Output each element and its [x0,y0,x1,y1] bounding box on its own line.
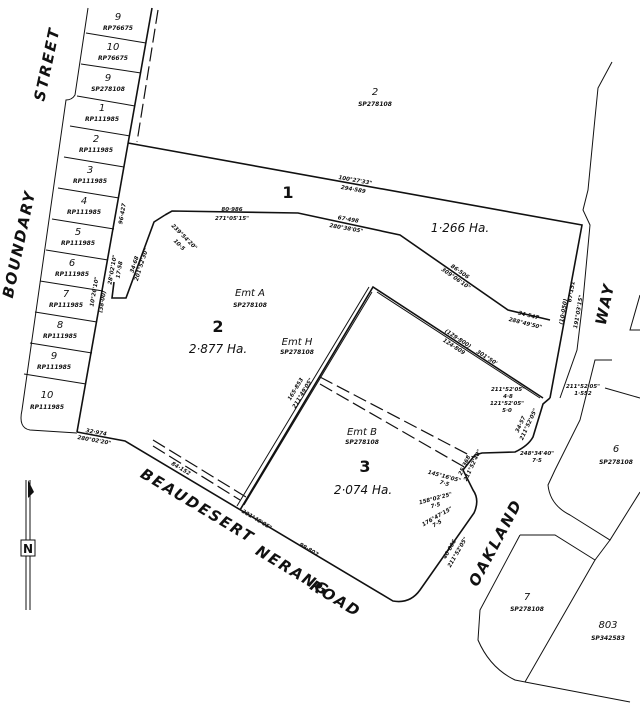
adjoining-boundaries [477,61,640,703]
svg-text:RP111985: RP111985 [73,178,107,185]
svg-text:121°52'05": 121°52'05" [490,401,524,407]
road-label-road: ROAD [307,576,365,620]
lot6-number: 6 [613,444,619,455]
lot1-number: 1 [282,183,293,202]
road-label-beaudesert: BEAUDESERT [137,465,257,547]
svg-text:96·427: 96·427 [118,203,128,225]
lot2-area: 2·877 Ha. [189,342,247,356]
svg-text:9: 9 [105,73,111,84]
lot803-number: 803 [598,620,617,631]
svg-text:100°27'33": 100°27'33" [338,175,373,187]
lot6-plan: SP278108 [599,459,633,466]
svg-text:294·589: 294·589 [340,185,366,195]
north-lot-plan: SP278108 [358,101,392,108]
north-lot-number: 2 [372,87,378,98]
svg-text:RP111985: RP111985 [85,116,119,123]
road-label-way: WAY [592,281,619,327]
svg-text:(38·00): (38·00) [98,290,108,313]
easement-a-label: Emt A [235,288,265,299]
svg-text:248°34'40": 248°34'40" [520,451,554,457]
road-label-oakland: OAKLAND [465,496,526,589]
strip-lots-boundaries [20,7,159,434]
svg-text:RP76675: RP76675 [103,25,133,32]
easement-h-label: Emt H [282,337,313,348]
lot2-number: 2 [212,317,223,336]
svg-text:7·5: 7·5 [430,502,441,510]
easement-h-plan: SP278108 [280,349,314,356]
lot1-area: 1·266 Ha. [431,221,489,235]
svg-text:5: 5 [75,227,81,238]
svg-text:80·986: 80·986 [221,207,242,213]
svg-text:RP111985: RP111985 [43,333,77,340]
svg-text:10: 10 [41,390,54,401]
svg-text:32·974: 32·974 [85,428,107,438]
svg-text:RP111985: RP111985 [37,364,71,371]
svg-text:7·5: 7·5 [432,519,444,529]
north-arrow-icon: N [20,480,36,610]
lot7-number: 7 [524,592,531,603]
svg-text:RP76675: RP76675 [98,55,128,62]
svg-text:211°52'05": 211°52'05" [491,387,525,393]
lot3-number: 3 [359,457,370,476]
svg-text:2: 2 [93,134,99,145]
svg-text:10°26'10": 10°26'10" [89,276,100,307]
svg-text:9: 9 [115,12,121,23]
svg-text:1: 1 [99,103,105,114]
svg-text:1·552: 1·552 [574,391,592,397]
svg-text:4: 4 [81,196,87,207]
svg-text:RP111985: RP111985 [55,271,89,278]
svg-text:4·8: 4·8 [503,394,513,400]
svg-text:10: 10 [107,42,120,53]
svg-text:67·151: 67·151 [567,281,577,303]
svg-text:RP111985: RP111985 [49,302,83,309]
svg-text:7: 7 [63,289,70,300]
svg-text:34·547: 34·547 [517,311,539,322]
svg-text:RP111985: RP111985 [30,404,64,411]
svg-text:280°38'05": 280°38'05" [329,223,364,235]
svg-text:5·0: 5·0 [502,408,512,414]
lot803-plan: SP342583 [591,635,625,642]
svg-text:(10·050): (10·050) [559,298,569,325]
svg-text:67·498: 67·498 [337,215,359,225]
svg-text:7·5: 7·5 [532,458,542,464]
easement-b-label: Emt B [347,427,377,438]
svg-text:28°02'10": 28°02'10" [107,254,118,285]
svg-text:271°05'15": 271°05'15" [215,216,249,222]
svg-text:SP278108: SP278108 [91,86,125,93]
svg-text:RP111985: RP111985 [67,209,101,216]
easement-a-plan: SP278108 [233,302,267,309]
svg-text:RP111985: RP111985 [79,147,113,154]
road-label-boundary: BOUNDARY [0,188,39,299]
svg-text:34·68: 34·68 [130,255,141,274]
svg-text:211°52'05": 211°52'05" [566,384,600,390]
svg-text:191°03'15": 191°03'15" [573,294,585,329]
svg-text:9: 9 [51,351,57,362]
svg-text:99·802: 99·802 [298,542,319,558]
svg-text:3: 3 [87,165,93,176]
svg-text:17·58: 17·58 [116,261,125,279]
easement-b-plan: SP278108 [345,439,379,446]
svg-text:RP111985: RP111985 [61,240,95,247]
lot3-area: 2·074 Ha. [334,483,392,497]
svg-text:6: 6 [69,258,75,269]
svg-text:280°02'20": 280°02'20" [77,435,112,447]
lot7-plan: SP278108 [510,606,544,613]
road-label-street: STREET [30,25,63,102]
svg-text:7·5: 7·5 [439,480,450,488]
parcel-boundaries [76,142,583,603]
svg-text:8: 8 [57,320,63,331]
svg-text:N: N [23,542,33,556]
